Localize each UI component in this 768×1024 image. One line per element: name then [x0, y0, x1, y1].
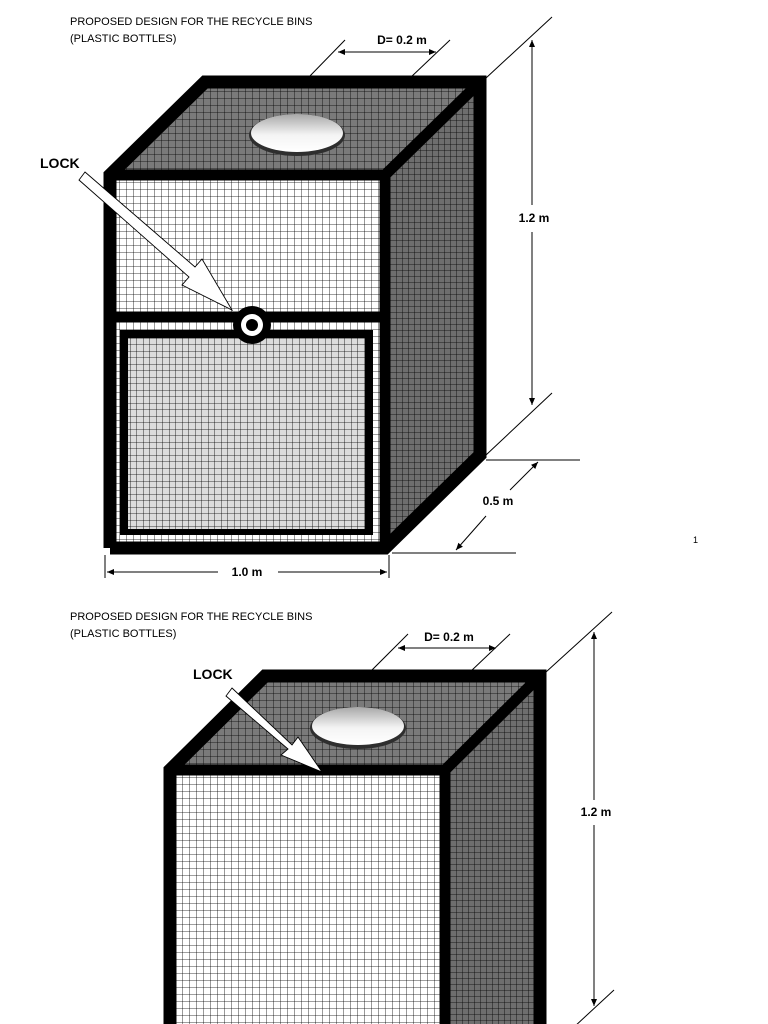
lock-label: LOCK — [40, 155, 80, 171]
drawing-title: PROPOSED DESIGN FOR THE RECYCLE BINS — [70, 16, 312, 28]
diameter-dimension — [369, 633, 511, 673]
diameter-label: D= 0.2 m — [377, 33, 427, 47]
bin-door — [128, 338, 365, 529]
drawing-subtitle: (PLASTIC BOTTLES) — [70, 33, 176, 45]
depth-dimension — [392, 459, 580, 554]
height-dimension — [485, 16, 553, 456]
drawing-subtitle: (PLASTIC BOTTLES) — [70, 628, 176, 640]
lock-icon — [233, 306, 271, 344]
lock-pointer-arrow — [225, 687, 324, 773]
width-label: 1.0 m — [232, 565, 263, 579]
bottle-insertion-hole — [312, 707, 404, 745]
height-dimension — [545, 611, 615, 1024]
drawing-title: PROPOSED DESIGN FOR THE RECYCLE BINS — [70, 611, 312, 623]
bin-frame — [163, 669, 547, 1024]
height-label: 1.2 m — [581, 805, 612, 819]
bin-frame — [103, 75, 487, 555]
bin-front-face — [170, 770, 445, 1024]
height-label: 1.2 m — [519, 211, 550, 225]
diameter-dimension — [307, 39, 451, 79]
bottle-insertion-hole — [251, 114, 343, 152]
bin-design-plain-front: PROPOSED DESIGN FOR THE RECYCLE BINS (PL… — [70, 611, 615, 1024]
page-number: 1 — [693, 535, 698, 545]
bin-side-face — [445, 676, 540, 1024]
width-dimension — [104, 555, 390, 578]
bin-side-face — [385, 82, 480, 548]
diameter-label: D= 0.2 m — [424, 630, 474, 644]
lock-pointer-arrow — [78, 171, 234, 312]
depth-label: 0.5 m — [483, 494, 514, 508]
lock-label: LOCK — [193, 666, 233, 682]
bin-design-with-door: PROPOSED DESIGN FOR THE RECYCLE BINS (PL… — [40, 16, 698, 579]
